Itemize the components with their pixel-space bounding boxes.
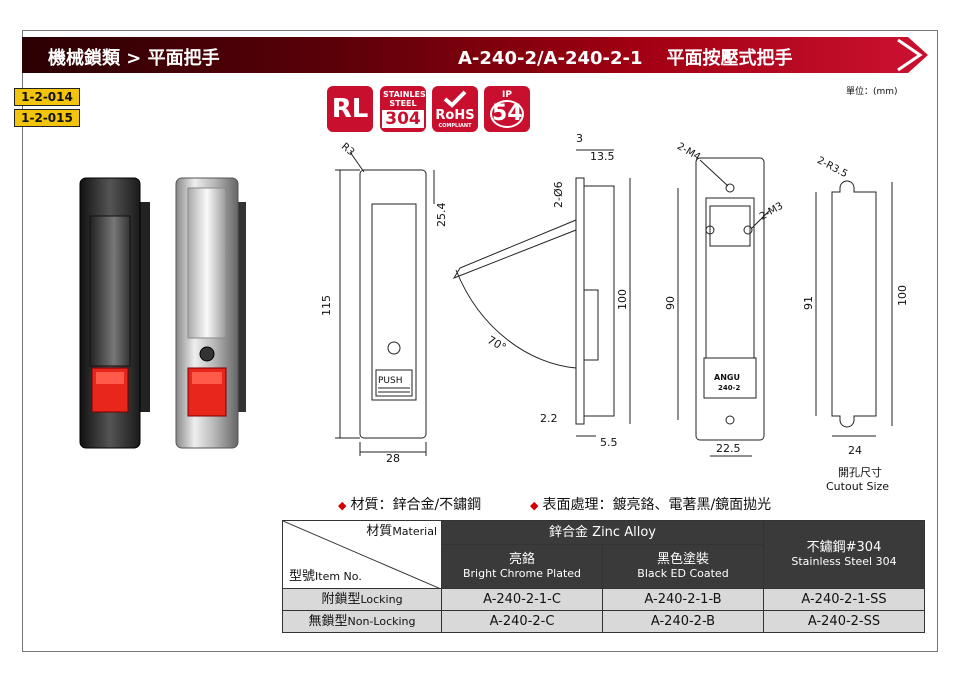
dim-3: 3 <box>576 132 583 145</box>
dim-24: 24 <box>848 444 862 457</box>
table-cell: A-240-2-B <box>602 610 764 633</box>
dim-90: 90 <box>664 296 677 310</box>
angu-label: ANGU <box>714 373 740 382</box>
back-view: ANGU 240-2 2-M4 2-M3 90 22.5 <box>664 141 785 457</box>
table-cell: A-240-2-C <box>441 610 603 633</box>
corner-material-cn: 材質 <box>366 524 393 539</box>
finish-spec: ◆表面處理：鍍亮鉻、電著黑/鏡面拋光 <box>530 497 772 513</box>
dim-2-r3-5: 2-R3.5 <box>815 155 849 180</box>
corner-item-cn: 型號 <box>289 569 316 584</box>
ss-header: 不鏽鋼#304 Stainless Steel 304 <box>763 520 925 589</box>
front-view: PUSH 115 25.4 28 R3 <box>320 141 448 465</box>
ip54-badge: IP 54 <box>484 86 530 132</box>
corner-item-en: Item No. <box>315 570 362 583</box>
row-label: 無鎖型Non-Locking <box>282 610 442 633</box>
page-frame <box>22 30 938 652</box>
dim-2-m3: 2-M3 <box>758 201 785 223</box>
black-handle-photo <box>79 177 150 449</box>
product-photo <box>79 177 246 449</box>
page-title: A-240-2/A-240-2-1 平面按壓式把手 <box>458 44 817 70</box>
dim-100-side: 100 <box>616 289 629 310</box>
table-corner: 材質Material 型號Item No. <box>282 520 442 589</box>
black-header: 黑色塗裝 Black ED Coated <box>602 544 764 589</box>
table-cell: A-240-2-1-C <box>441 588 603 611</box>
unit-label: 單位：(mm) <box>846 87 898 97</box>
dim-70-degree: 70° <box>485 333 508 354</box>
diamond-icon: ◆ <box>530 499 539 512</box>
corner-diagonal <box>283 521 441 589</box>
title-banner <box>22 37 902 73</box>
dim-5-5: 5.5 <box>600 436 618 449</box>
dim-2-m4: 2-M4 <box>675 141 702 163</box>
dim-2-2: 2.2 <box>540 412 558 425</box>
dim-28: 28 <box>386 452 400 465</box>
angu-model-label: 240-2 <box>718 384 741 392</box>
rohs-badge: RoHS COMPLIANT <box>432 86 478 132</box>
side-view: 70° 3 13.5 2-Ø6 100 2.2 5.5 <box>452 132 631 449</box>
breadcrumb: 機械鎖類 > 平面把手 <box>48 48 220 69</box>
rl-badge: RL <box>327 86 373 132</box>
product-name: 平面按壓式把手 <box>666 48 793 69</box>
check-icon <box>443 90 467 108</box>
catalog-code-2: 1-2-015 <box>14 109 80 127</box>
dim-115: 115 <box>320 295 333 316</box>
zinc-header: 鋅合金 Zinc Alloy <box>441 520 764 545</box>
dim-91: 91 <box>802 296 815 310</box>
dim-r3: R3 <box>339 141 356 158</box>
material-spec: ◆材質：鋅合金/不鏽鋼 <box>338 497 482 513</box>
dim-25-4: 25.4 <box>435 203 448 228</box>
row-label: 附鎖型Locking <box>282 588 442 611</box>
diamond-icon: ◆ <box>338 499 347 512</box>
banner-arrow-icon <box>880 37 928 73</box>
table-row: 附鎖型Locking A-240-2-1-C A-240-2-1-B A-240… <box>282 588 925 611</box>
cutout-label-cn: 開孔尺寸 <box>838 465 882 479</box>
dim-2-phi-6: 2-Ø6 <box>552 181 565 208</box>
chrome-handle-photo <box>175 177 246 449</box>
stainless-badge: STAINLESS STEEL 304 <box>380 86 431 132</box>
cutout-label-en: Cutout Size <box>826 480 889 493</box>
dim-13-5: 13.5 <box>590 150 615 163</box>
table-cell: A-240-2-1-B <box>602 588 764 611</box>
dim-22-5: 22.5 <box>716 442 741 455</box>
spec-table: 材質Material 型號Item No. 鋅合金 Zinc Alloy 不鏽鋼… <box>282 520 925 633</box>
chrome-header: 亮鉻 Bright Chrome Plated <box>441 544 603 589</box>
table-cell: A-240-2-SS <box>763 610 925 633</box>
push-label: PUSH <box>378 376 403 386</box>
corner-material-en: Material <box>392 525 437 538</box>
table-cell: A-240-2-1-SS <box>763 588 925 611</box>
technical-drawing: PUSH 115 25.4 28 R3 70° 3 13.5 2-Ø6 100 … <box>320 132 909 493</box>
model-number: A-240-2/A-240-2-1 <box>458 48 643 69</box>
dim-100-cutout: 100 <box>896 285 909 306</box>
catalog-code-1: 1-2-014 <box>14 88 80 106</box>
table-row: 無鎖型Non-Locking A-240-2-C A-240-2-B A-240… <box>282 610 925 633</box>
cutout-view: 2-R3.5 91 100 24 開孔尺寸 Cutout Size <box>802 155 909 493</box>
